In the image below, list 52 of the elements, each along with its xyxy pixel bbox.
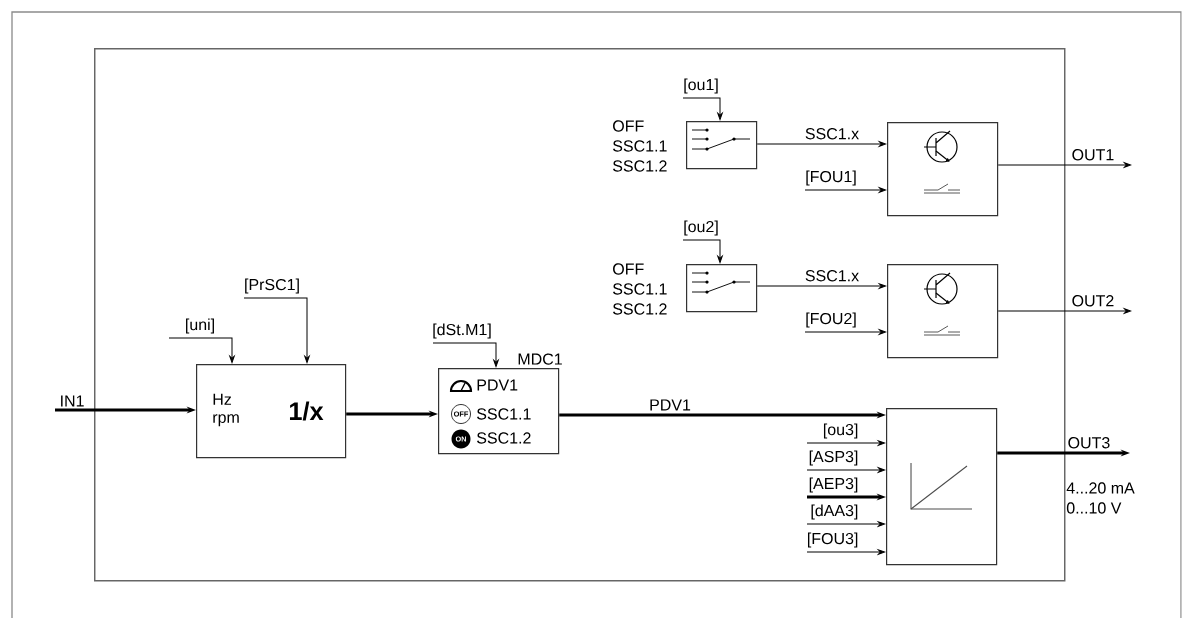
signal-label: [FOU2]: [806, 312, 856, 328]
signal-label: OUT3: [1068, 437, 1110, 449]
switch-position-label: SSC1.1: [613, 140, 667, 152]
signal-label: SSC1.2: [477, 432, 531, 444]
signal-label: [uni]: [186, 318, 214, 334]
reciprocal-symbol: 1/x: [290, 401, 324, 421]
block-name: MDC1: [518, 353, 562, 365]
signal-label: [dSt.M1]: [433, 323, 491, 339]
arrow: [806, 521, 885, 527]
arrow: [804, 329, 886, 335]
arrow: [804, 187, 886, 193]
arrow: [682, 97, 723, 120]
signal-label: [ou3]: [823, 423, 858, 439]
signal-label: PDV1: [477, 379, 518, 391]
arrow: [806, 440, 885, 446]
range-label: 4...20 mA: [1066, 482, 1135, 494]
signal-label: [FOU3]: [808, 532, 858, 548]
arrow: [806, 467, 885, 473]
block-box: [887, 264, 999, 359]
block-box: [887, 122, 999, 217]
signal-label: [PrSC1]: [245, 278, 299, 294]
signal-label: [dAA3]: [811, 504, 858, 520]
arrow: [432, 342, 499, 367]
unit-label: Hz rpm: [213, 393, 239, 427]
signal-label: [ou1]: [684, 78, 718, 94]
arrow: [682, 239, 723, 263]
frame-box: [94, 48, 1066, 582]
signal-label: SSC1.1: [477, 408, 531, 420]
signal-label: [AEP3]: [809, 477, 858, 493]
arrow: [243, 297, 310, 363]
signal-label: SSC1.x: [805, 270, 859, 282]
arrow: [997, 308, 1131, 314]
signal-label: SSC1.x: [805, 128, 859, 140]
signal-label: IN1: [61, 395, 84, 407]
arrow: [168, 337, 235, 363]
arrow: [756, 141, 886, 147]
switch-position-label: OFF: [613, 120, 644, 132]
range-label: 0...10 V: [1066, 502, 1122, 514]
signal-label: [ou2]: [684, 220, 718, 236]
signal-label: [FOU1]: [806, 170, 856, 186]
arrow: [997, 162, 1131, 168]
signal-label: OUT2: [1072, 295, 1114, 307]
switch-position-label: SSC1.2: [613, 303, 667, 315]
switch-position-label: OFF: [613, 263, 644, 275]
switch-position-label: SSC1.2: [613, 160, 667, 172]
arrow: [756, 283, 886, 289]
arrow: [806, 549, 885, 555]
signal-label: OUT1: [1072, 149, 1114, 161]
signal-label: PDV1: [650, 399, 691, 411]
signal-label: [ASP3]: [809, 450, 858, 466]
block-box: [886, 408, 998, 566]
switch-position-label: SSC1.1: [613, 283, 667, 295]
